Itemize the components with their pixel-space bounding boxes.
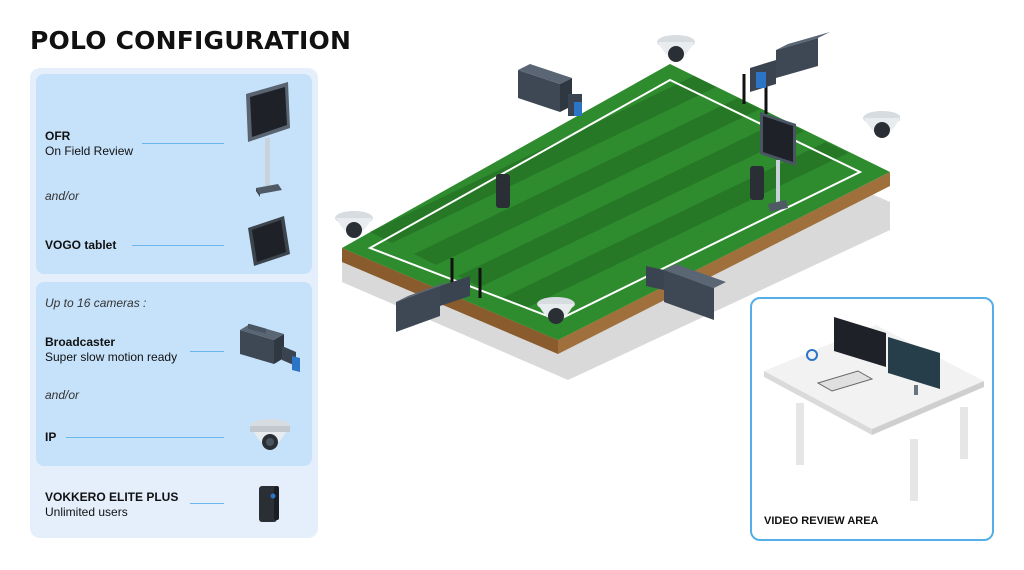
andor-text-1: and/or	[45, 189, 80, 203]
polo-field-scene	[335, 32, 900, 380]
vokkero-title: VOKKERO ELITE PLUS	[45, 490, 179, 504]
field-pager-1	[496, 174, 510, 208]
vokkero-label: VOKKERO ELITE PLUS Unlimited users	[45, 490, 178, 520]
broadcaster-connector	[190, 351, 224, 352]
field-dome-camera-right	[863, 111, 900, 138]
broadcaster-title: Broadcaster	[45, 335, 116, 349]
review-area-label: VIDEO REVIEW AREA	[764, 515, 879, 527]
ofr-label: OFR On Field Review	[45, 129, 133, 159]
tablet-label: VOGO tablet	[45, 238, 117, 252]
vokkero-connector	[190, 503, 224, 504]
dome-camera-icon	[250, 419, 290, 450]
ofr-connector	[142, 143, 224, 144]
field-broadcast-camera-ne	[750, 32, 830, 92]
field-broadcast-camera-sw	[396, 276, 470, 332]
video-review-area: VIDEO REVIEW AREA	[750, 297, 994, 541]
andor-text-2: and/or	[45, 388, 80, 402]
field-dome-camera-top	[657, 35, 695, 62]
field-broadcast-camera-nw	[518, 64, 582, 116]
radio-pager-icon	[259, 486, 279, 522]
cameras-header: Up to 16 cameras :	[45, 296, 147, 310]
field-dome-camera-bottom	[537, 297, 575, 324]
ofr-title: OFR	[45, 129, 71, 143]
field-pager-2	[750, 166, 764, 200]
field-dome-camera-left	[335, 211, 373, 238]
tablet-connector	[132, 245, 224, 246]
broadcast-camera-icon	[240, 323, 300, 372]
field-broadcast-camera-se	[646, 264, 726, 320]
vokkero-subtitle: Unlimited users	[45, 505, 128, 519]
field-monitor	[760, 112, 796, 212]
broadcaster-subtitle: Super slow motion ready	[45, 350, 178, 364]
ip-label: IP	[45, 430, 57, 444]
goal-posts	[450, 74, 768, 298]
field-boundary	[367, 78, 863, 322]
broadcaster-label: Broadcaster Super slow motion ready	[45, 335, 177, 365]
ofr-subtitle: On Field Review	[45, 144, 134, 158]
desk-icon	[764, 317, 984, 501]
monitor-stand-icon	[246, 82, 290, 197]
page-title: POLO CONFIGURATION	[30, 26, 352, 55]
ip-connector	[66, 437, 224, 438]
tablet-icon	[248, 216, 290, 266]
field-soil-right	[558, 172, 890, 354]
